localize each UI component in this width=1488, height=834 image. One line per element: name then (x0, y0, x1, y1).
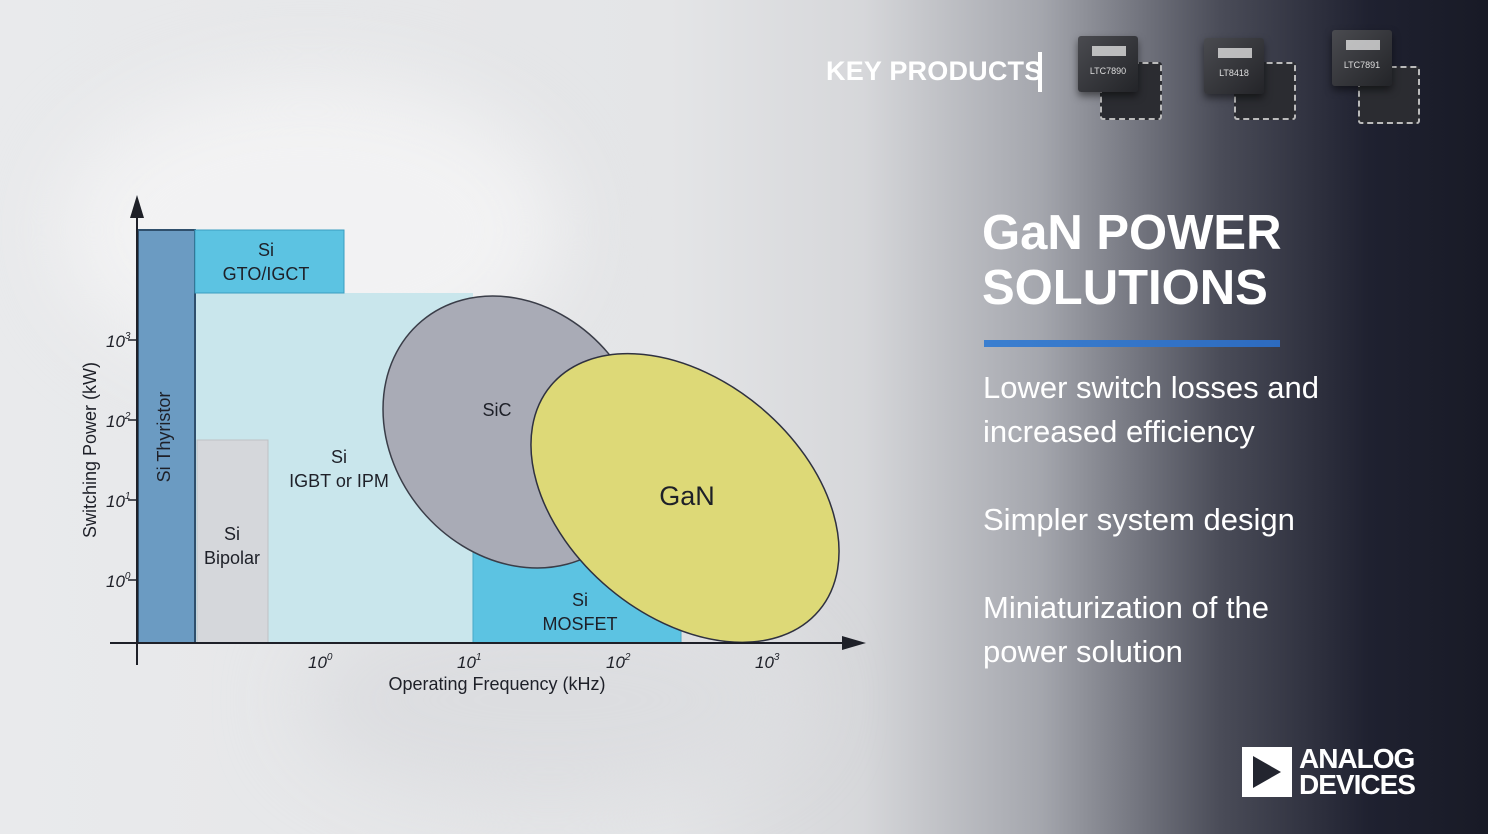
region-label: MOSFET (543, 614, 618, 634)
x-axis-label: Operating Frequency (kHz) (388, 674, 605, 694)
region-si-bipolar (196, 439, 269, 644)
x-tick-label: 101 (457, 652, 481, 672)
y-axis-label: Switching Power (kW) (80, 362, 100, 538)
x-axis-arrow-icon (842, 636, 866, 650)
x-tick-label: 102 (606, 652, 631, 672)
x-tick-label: 100 (308, 652, 333, 672)
title-underline (984, 340, 1280, 347)
key-products-label: KEY PRODUCTS (826, 56, 1043, 86)
x-tick-label: 103 (755, 652, 780, 672)
region-label-gan: GaN (659, 481, 715, 511)
divider (1038, 52, 1042, 92)
region-label-si-thyristor: Si Thyristor (154, 392, 174, 483)
region-label: Si (572, 590, 588, 610)
y-tick-label: 100 (106, 571, 131, 591)
adi-triangle-icon (1242, 747, 1292, 797)
panel-title: GaN POWER SOLUTIONS (982, 206, 1282, 315)
bullet-simpler-design: Simpler system design (983, 502, 1295, 537)
region-label: Bipolar (204, 548, 260, 568)
region-label: Si (224, 524, 240, 544)
y-tick-label: 102 (106, 411, 131, 431)
region-gan (530, 352, 840, 644)
y-tick-label: 103 (106, 331, 131, 351)
region-label-sic: SiC (482, 400, 511, 420)
y-axis-arrow-icon (130, 195, 144, 218)
region-label: IGBT or IPM (289, 471, 389, 491)
region-si-gto-igct (194, 229, 345, 294)
region-label: Si (331, 447, 347, 467)
y-tick-label: 101 (106, 491, 130, 511)
region-label: GTO/IGCT (223, 264, 310, 284)
region-label: Si (258, 240, 274, 260)
